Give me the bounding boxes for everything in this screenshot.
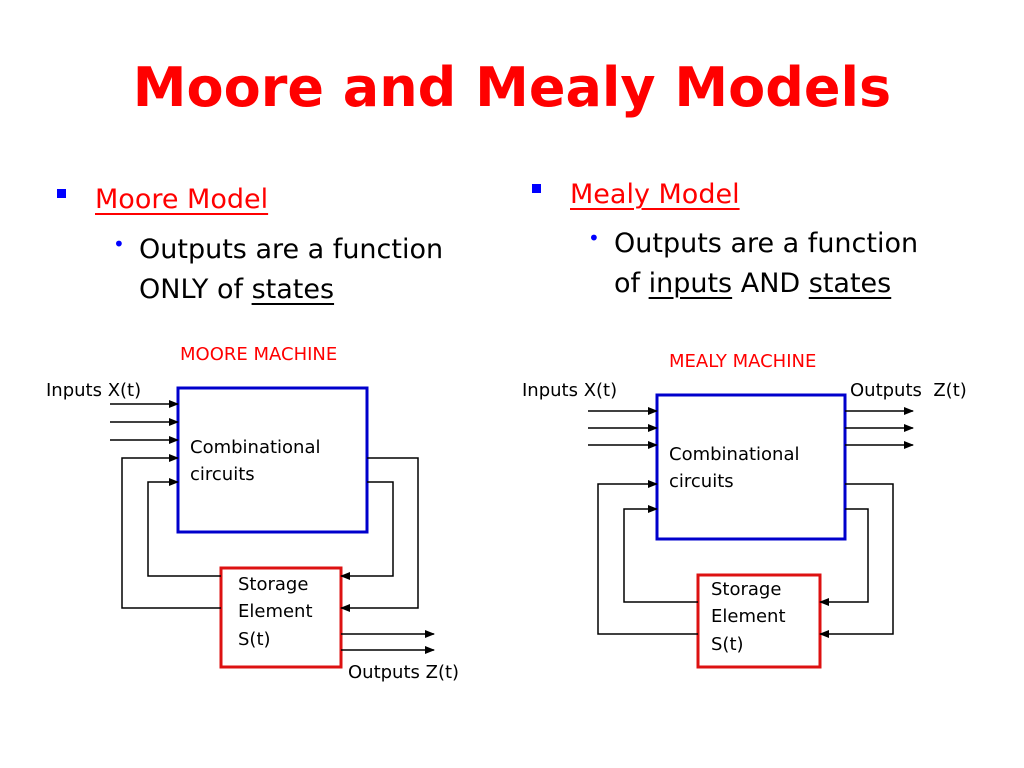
round-bullet-icon: • [588,226,600,250]
mealy-next-state-inner [819,508,869,606]
round-bullet-icon: • [113,232,125,256]
mealy-bullet-and: AND [732,267,809,299]
moore-outputs-label: Outputs Z(t) [348,662,460,683]
mealy-bullet-of: of [614,267,649,299]
mealy-heading-text: Mealy Model [570,179,740,210]
moore-inputs-label: Inputs X(t) [46,380,142,401]
moore-storage-box [219,566,343,669]
moore-comb-label: Combinational circuits [190,437,321,486]
moore-next-state-inner [340,481,394,580]
moore-storage-label: Storage Element S(t) [238,574,313,650]
mealy-diagram [588,393,914,669]
mealy-bullet: • Outputs are a function of inputs AND s… [588,224,1004,304]
mealy-feedback-inner [623,505,698,603]
mealy-heading: Mealy Model [532,179,740,211]
mealy-feedback-outer [597,480,698,635]
moore-feedback-inner [147,478,221,577]
mealy-comb-box [655,393,847,541]
moore-bullet: • Outputs are a function ONLY of states [113,230,519,310]
square-bullet-icon [532,184,541,193]
mealy-comb-label: Combinational circuits [669,444,800,493]
mealy-machine-title: MEALY MACHINE [669,351,817,372]
mealy-storage-label: Storage Element S(t) [711,579,786,655]
moore-heading: Moore Model [57,184,269,216]
slide-title: Moore and Mealy Models [132,56,892,119]
mealy-next-state-outer [819,483,894,638]
moore-diagram [110,386,435,669]
mealy-inputs-label: Inputs X(t) [522,380,618,401]
mealy-bullet-line1: Outputs are a function [614,228,919,259]
mealy-outputs-label: Outputs Z(t) [850,380,967,401]
moore-heading-text: Moore Model [95,184,269,215]
moore-next-state-outer [340,457,419,612]
mealy-bullet-inputs: inputs [648,267,733,299]
moore-machine-title: MOORE MACHINE [180,344,338,365]
moore-bullet-line1: Outputs are a function [139,234,444,265]
moore-bullet-states: states [251,273,335,305]
square-bullet-icon [57,189,66,198]
moore-bullet-line2: ONLY of [139,273,252,305]
moore-feedback-outer [121,454,221,609]
mealy-bullet-states: states [808,267,892,299]
mealy-storage-box [696,573,822,669]
